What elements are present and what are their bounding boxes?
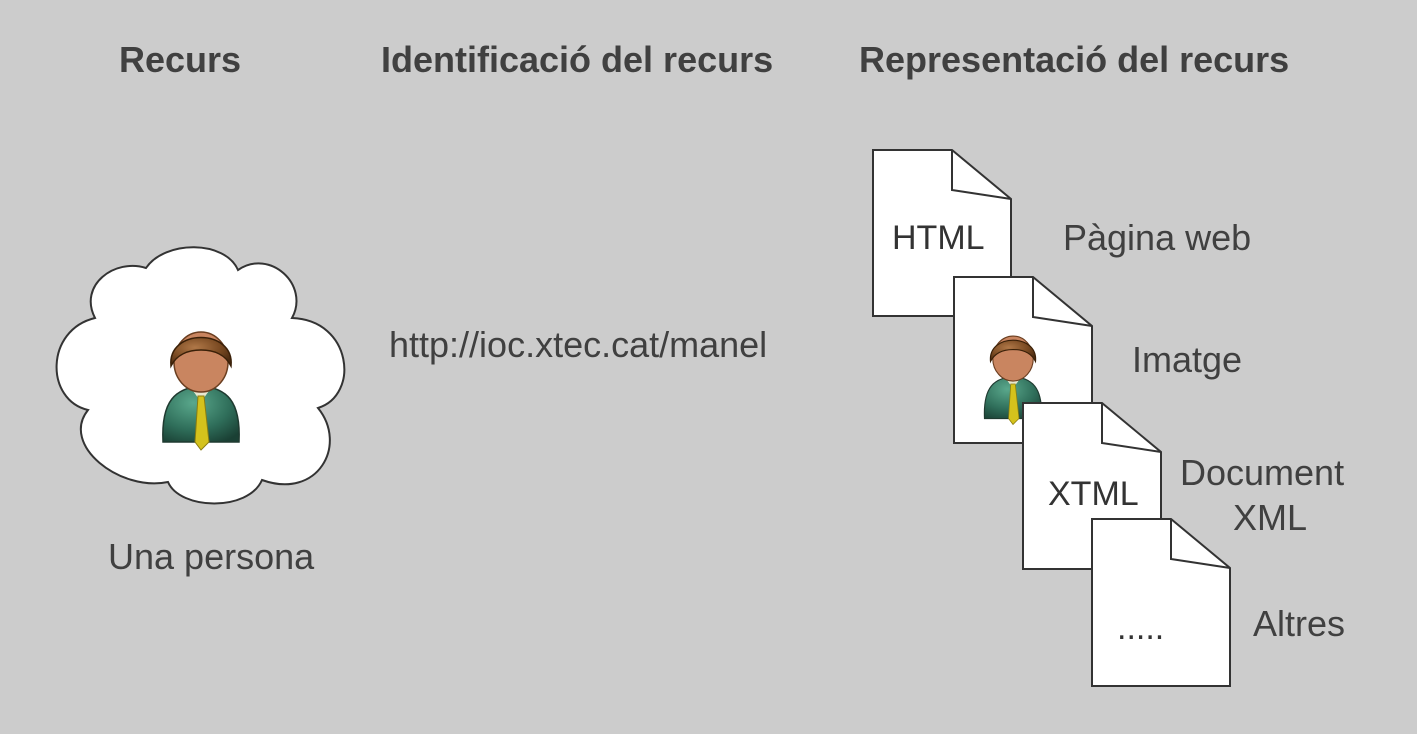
resource-caption: Una persona <box>108 536 315 577</box>
heading-resource: Recurs <box>119 39 242 80</box>
document-icon-html <box>872 149 1012 317</box>
resource-uri: http://ioc.xtec.cat/manel <box>389 324 768 365</box>
label-xml-document-line2: XML <box>1233 497 1308 538</box>
label-others: Altres <box>1253 603 1346 644</box>
doc-text-html: HTML <box>892 219 985 257</box>
doc-text-other: ..... <box>1117 609 1165 647</box>
heading-representation: Representació del recurs <box>859 39 1290 80</box>
heading-identification: Identificació del recurs <box>381 39 774 80</box>
label-image: Imatge <box>1132 339 1243 380</box>
label-xml-document-line1: Document <box>1180 452 1345 493</box>
doc-text-xml: XTML <box>1048 475 1139 513</box>
label-web-page: Pàgina web <box>1063 217 1252 258</box>
document-icon-other <box>1091 518 1231 687</box>
